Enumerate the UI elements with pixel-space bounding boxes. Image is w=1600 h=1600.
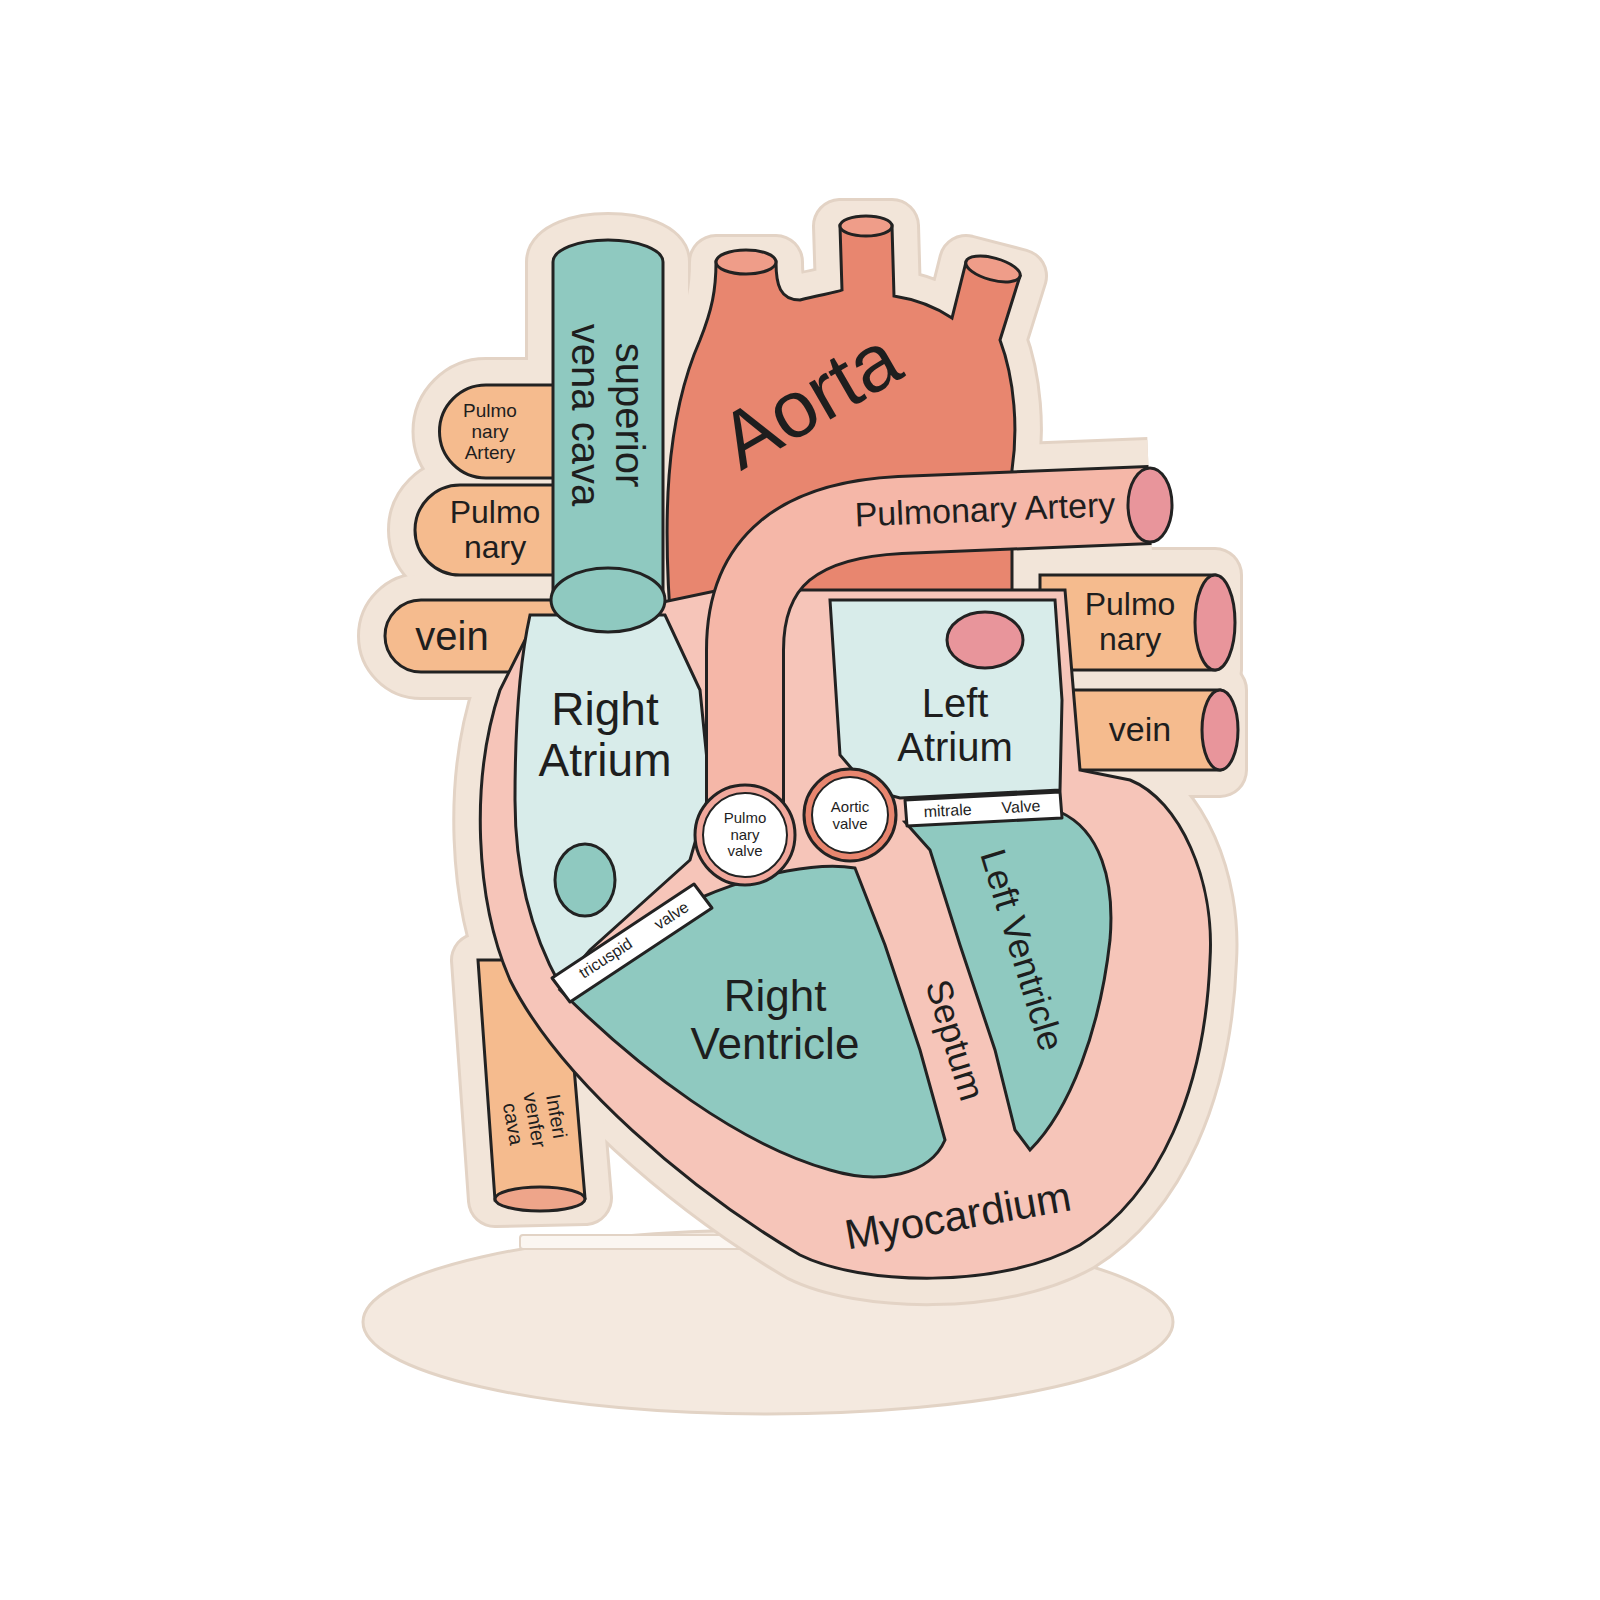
chamber-label: Right Atrium: [515, 684, 695, 785]
vessel-opening: [1202, 690, 1238, 770]
atrium-opening: [555, 844, 615, 916]
vessel-label: vein: [415, 614, 488, 658]
part-text: Pulmo nary: [716, 810, 774, 843]
part-text: valve: [831, 815, 869, 832]
part-text: Aortic: [831, 799, 869, 816]
part-text: Valve: [1001, 797, 1041, 817]
part-text: superior vena cava: [564, 313, 652, 518]
vessel-label: Pulmo nary Artery: [457, 401, 523, 464]
vessel-label: vein: [1109, 711, 1171, 748]
pulmonary-valve-ring: [695, 785, 795, 885]
atrium-opening: [947, 612, 1023, 668]
left-ventricle-shape: [905, 812, 1111, 1150]
mitral-valve-shape: [905, 792, 1062, 826]
part-text: vein: [415, 614, 488, 658]
part-text: Left Atrium: [880, 681, 1030, 769]
vessel-label: Pulmo nary: [435, 495, 555, 565]
part-text: valve: [716, 843, 774, 860]
vessel-opening: [1195, 575, 1235, 670]
vessel-label: superior vena cava: [564, 313, 652, 518]
chamber-label: Left Atrium: [880, 681, 1030, 769]
aortic-valve-shape: [812, 777, 888, 853]
vessel-opening: [840, 216, 892, 236]
vena-cava-shape: [553, 240, 663, 600]
acrylic-plate: [385, 226, 1220, 1278]
vessel-label: Pulmo nary: [1070, 587, 1190, 657]
left-atrium-shape: [830, 600, 1062, 798]
right-ventricle-shape: [560, 866, 945, 1176]
vessel-opening: [495, 1187, 585, 1211]
part-text: Pulmo nary: [435, 495, 555, 565]
vessel-opening: [551, 568, 665, 632]
valve-label: Pulmo naryvalve: [716, 810, 774, 860]
acrylic-outline: [385, 226, 1220, 1278]
part-text: Inferi venfer cava: [496, 1079, 574, 1161]
aortic-valve-ring: [804, 769, 896, 861]
part-text: Pulmo nary Artery: [457, 401, 523, 464]
tricuspid-valve-shape: [552, 884, 712, 1002]
part-text: Right Atrium: [515, 684, 695, 785]
part-text: Right Ventricle: [665, 972, 885, 1069]
valve-label: Aorticvalve: [831, 799, 869, 832]
vessel-opening: [716, 250, 776, 274]
myocardium-shape: [480, 590, 1210, 1278]
vessel-tube: [1060, 690, 1220, 770]
pulmonary-valve-shape: [703, 793, 787, 877]
part-text: vein: [1109, 711, 1171, 748]
vessel-opening: [963, 251, 1023, 287]
vessel-label: Inferi venfer cava: [496, 1079, 574, 1161]
part-text: mitrale: [923, 801, 972, 821]
part-text: Pulmo nary: [1070, 587, 1190, 657]
chamber-label: Right Ventricle: [665, 972, 885, 1069]
vessel-opening: [1128, 468, 1172, 542]
